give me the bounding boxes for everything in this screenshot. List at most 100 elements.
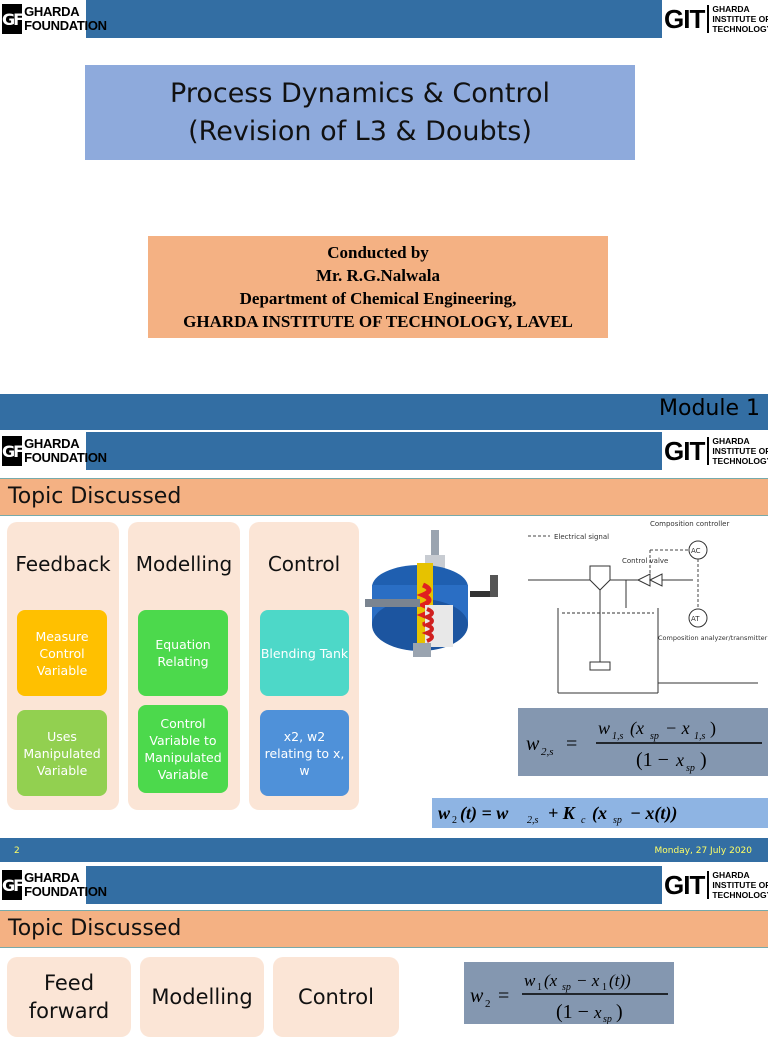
git-logo: GIT GHARDA INSTITUTE OF TECHNOLOGY [662,432,768,470]
svg-text:AT: AT [691,615,700,623]
svg-text:x: x [593,1003,602,1022]
module-label: Module 1 [659,396,760,421]
gf-logo-line2: FOUNDATION [24,18,107,33]
git-logo-line1: GHARDA [712,4,750,14]
svg-text:(x: (x [544,971,558,990]
conducted-by-box: Conducted by Mr. R.G.Nalwala Department … [148,236,608,338]
control-valve-label: Control valve [622,557,668,565]
git-logo: GIT GHARDA INSTITUTE OF TECHNOLOGY [662,866,768,904]
svg-text:2: 2 [452,815,457,826]
slide2-footer-bar: 2 Monday, 27 July 2020 [0,838,768,862]
gharda-foundation-logo: GF GHARDA FOUNDATION [0,432,107,470]
topic-heading: Topic Discussed [0,910,768,948]
gf-logo-line2: FOUNDATION [24,884,107,899]
gf-logo-mark: GF [2,870,24,900]
control-to-manipulated-box: Control Variable to Manipulated Variable [138,705,228,793]
analyzer-label: Composition analyzer/transmitter [658,634,768,642]
gf-logo-line2: FOUNDATION [24,450,107,465]
svg-text:): ) [710,718,716,739]
svg-text:c: c [581,815,586,826]
feedforward-equation: w 2 = w 1 (x sp − x 1 (t)) (1 − x sp ) [464,962,674,1025]
svg-text:): ) [700,749,707,771]
control-column: Control [273,957,399,1037]
svg-text:(x: (x [630,718,644,739]
steady-state-equation: w 2,s = w 1,s (x sp − x 1,s ) (1 − x sp … [518,708,768,776]
feedback-column: Feedback Measure Control Variable Uses M… [7,522,119,810]
institute-name: GHARDA INSTITUTE OF TECHNOLOGY, LAVEL [183,312,573,331]
title-line1: Process Dynamics & Control [170,77,550,109]
slide1-footer-bar [0,394,768,430]
git-logo-mark: GIT [664,871,710,899]
gf-logo-mark: GF [2,4,24,34]
svg-text:sp: sp [650,731,659,742]
svg-text:2,s: 2,s [541,746,554,758]
svg-text:1: 1 [537,982,542,993]
topic-heading: Topic Discussed [0,478,768,516]
svg-text:2,s: 2,s [527,815,539,826]
git-logo-line2: INSTITUTE OF [712,446,768,456]
git-logo-line3: TECHNOLOGY [712,24,768,34]
presenter-name: Mr. R.G.Nalwala [315,266,441,285]
electrical-signal-label: Electrical signal [554,533,609,541]
svg-text:): ) [616,1001,623,1023]
title-line2: (Revision of L3 & Doubts) [188,115,532,147]
gharda-foundation-logo: GF GHARDA FOUNDATION [0,866,107,904]
svg-text:(t)): (t)) [609,971,631,990]
svg-text:x: x [675,750,684,770]
git-logo-line3: TECHNOLOGY [712,890,768,900]
control-law-equation: w 2 (t) = w 2,s + K c (x sp − x(t)) [432,798,768,828]
at-transmitter-icon [688,608,708,628]
svg-text:(t) = w: (t) = w [460,803,509,824]
blending-tank-box: Blending Tank [260,610,349,696]
gf-logo-line1: GHARDA [24,870,80,885]
git-logo-line1: GHARDA [712,436,750,446]
svg-text:w: w [524,971,536,990]
slide1-title: Process Dynamics & Control (Revision of … [85,65,635,160]
page-number: 2 [14,846,20,856]
modelling-header: Modelling [135,552,233,576]
gf-logo-line1: GHARDA [24,4,80,19]
modelling-column: Modelling Equation Relating Control Vari… [128,522,240,810]
svg-text:− x: − x [665,718,690,738]
git-logo-line2: INSTITUTE OF [712,14,768,24]
svg-text:(x: (x [592,803,607,824]
svg-text:(1 −: (1 − [636,749,669,771]
measure-control-variable-box: Measure Control Variable [17,610,107,696]
svg-text:sp: sp [603,1014,612,1024]
modelling-column: Modelling [140,957,264,1037]
svg-text:(1 −: (1 − [556,1001,589,1023]
blending-process-diagram: Electrical signal Composition controller… [518,518,768,703]
gf-logo-mark: GF [2,436,24,466]
svg-text:AC: AC [691,547,701,555]
svg-text:1,s: 1,s [694,731,706,742]
department-name: Department of Chemical Engineering, [239,289,517,308]
svg-text:1: 1 [602,982,607,993]
feed-forward-column: Feed forward [7,957,131,1037]
feedback-header: Feedback [15,552,111,576]
control-header: Control [267,552,341,576]
git-logo-mark: GIT [664,437,710,465]
composition-controller-label: Composition controller [650,520,729,528]
gharda-foundation-logo: GF GHARDA FOUNDATION [0,0,107,38]
svg-text:1,s: 1,s [612,731,624,742]
slide-date: Monday, 27 July 2020 [654,846,752,856]
git-logo: GIT GHARDA INSTITUTE OF TECHNOLOGY [662,0,768,38]
x2-w2-relation-box: x2, w2 relating to x, w [260,710,349,796]
svg-text:sp: sp [613,815,622,826]
svg-text:sp: sp [562,982,571,993]
svg-text:w: w [470,985,484,1007]
svg-text:sp: sp [686,763,695,774]
git-logo-line2: INSTITUTE OF [712,880,768,890]
control-column: Control Blending Tank x2, w2 relating to… [249,522,359,810]
svg-text:w: w [598,718,610,738]
slide1-header-bar [0,0,768,38]
git-logo-line3: TECHNOLOGY [712,456,768,466]
svg-text:+ K: + K [548,803,577,823]
blending-tank-illustration [365,530,498,657]
svg-text:− x(t)): − x(t)) [630,803,677,824]
git-logo-line1: GHARDA [712,870,750,880]
svg-text:− x: − x [576,971,600,990]
svg-text:w: w [526,733,540,755]
svg-text:2: 2 [485,998,491,1010]
git-logo-mark: GIT [664,5,710,33]
